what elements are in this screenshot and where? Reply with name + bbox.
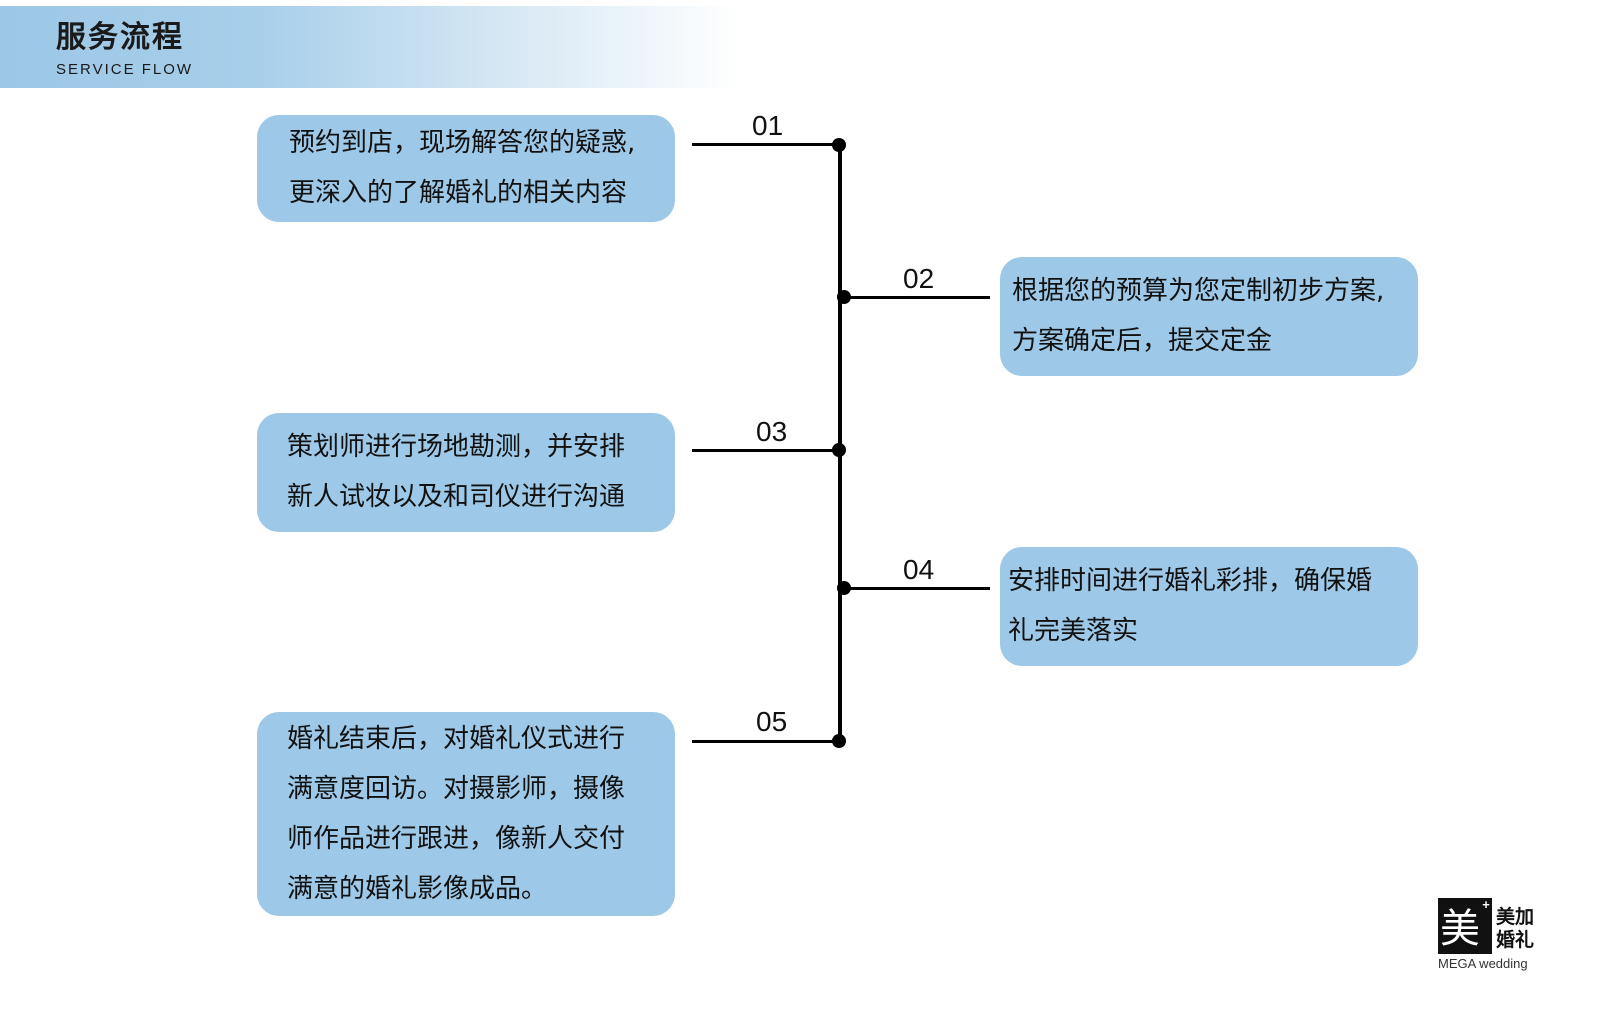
node-dot-02 — [837, 290, 851, 304]
brand-logo: 美 + 美加 婚礼 MEGA wedding — [1438, 898, 1544, 972]
node-dot-04 — [837, 581, 851, 595]
step-05-line-4: 满意的婚礼影像成品。 — [287, 874, 548, 904]
logo-cn-line-2: 婚礼 — [1496, 929, 1535, 951]
logo-english: MEGA wedding — [1438, 956, 1528, 971]
step-box-03: 策划师进行场地勘测，并安排 新人试妆以及和司仪进行沟通 — [257, 413, 675, 532]
step-02-line-1: 根据您的预算为您定制初步方案, — [1012, 276, 1385, 306]
page-title: 服务流程 — [56, 20, 184, 55]
logo-mark-char: 美 — [1440, 906, 1480, 952]
step-box-04: 安排时间进行婚礼彩排，确保婚 礼完美落实 — [1000, 547, 1418, 666]
step-box-02: 根据您的预算为您定制初步方案, 方案确定后，提交定金 — [1000, 257, 1418, 376]
step-02-line-2: 方案确定后，提交定金 — [1012, 326, 1273, 356]
page-subtitle: SERVICE FLOW — [56, 61, 194, 78]
header-banner: 服务流程 SERVICE FLOW — [0, 6, 740, 88]
connector-01 — [692, 143, 840, 146]
step-04-line-1: 安排时间进行婚礼彩排，确保婚 — [1008, 566, 1373, 596]
connector-05 — [692, 740, 840, 743]
logo-cn-line-1: 美加 — [1496, 906, 1535, 928]
step-05-line-3: 师作品进行跟进，像新人交付 — [287, 824, 626, 854]
step-box-01: 预约到店，现场解答您的疑惑, 更深入的了解婚礼的相关内容 — [257, 115, 675, 222]
step-number-05: 05 — [756, 706, 788, 737]
step-05-line-2: 满意度回访。对摄影师，摄像 — [287, 774, 626, 804]
step-03-line-1: 策划师进行场地勘测，并安排 — [287, 432, 626, 462]
step-number-01: 01 — [752, 110, 784, 141]
step-03-line-2: 新人试妆以及和司仪进行沟通 — [287, 482, 626, 512]
logo-plus-icon: + — [1482, 897, 1490, 912]
logo-chinese: 美加 婚礼 — [1496, 906, 1544, 952]
step-01-line-2: 更深入的了解婚礼的相关内容 — [289, 178, 628, 208]
step-number-04: 04 — [903, 554, 935, 585]
node-dot-05 — [832, 734, 846, 748]
step-box-05: 婚礼结束后，对婚礼仪式进行 满意度回访。对摄影师，摄像 师作品进行跟进，像新人交… — [257, 712, 675, 916]
node-dot-03 — [832, 443, 846, 457]
step-04-line-2: 礼完美落实 — [1008, 616, 1139, 646]
node-dot-01 — [832, 138, 846, 152]
connector-04 — [842, 587, 990, 590]
step-number-03: 03 — [756, 416, 788, 447]
step-number-02: 02 — [903, 263, 935, 294]
connector-02 — [842, 296, 990, 299]
step-01-line-1: 预约到店，现场解答您的疑惑, — [289, 128, 636, 158]
logo-mark: 美 + — [1438, 898, 1492, 954]
step-05-line-1: 婚礼结束后，对婚礼仪式进行 — [287, 724, 626, 754]
connector-03 — [692, 449, 840, 452]
